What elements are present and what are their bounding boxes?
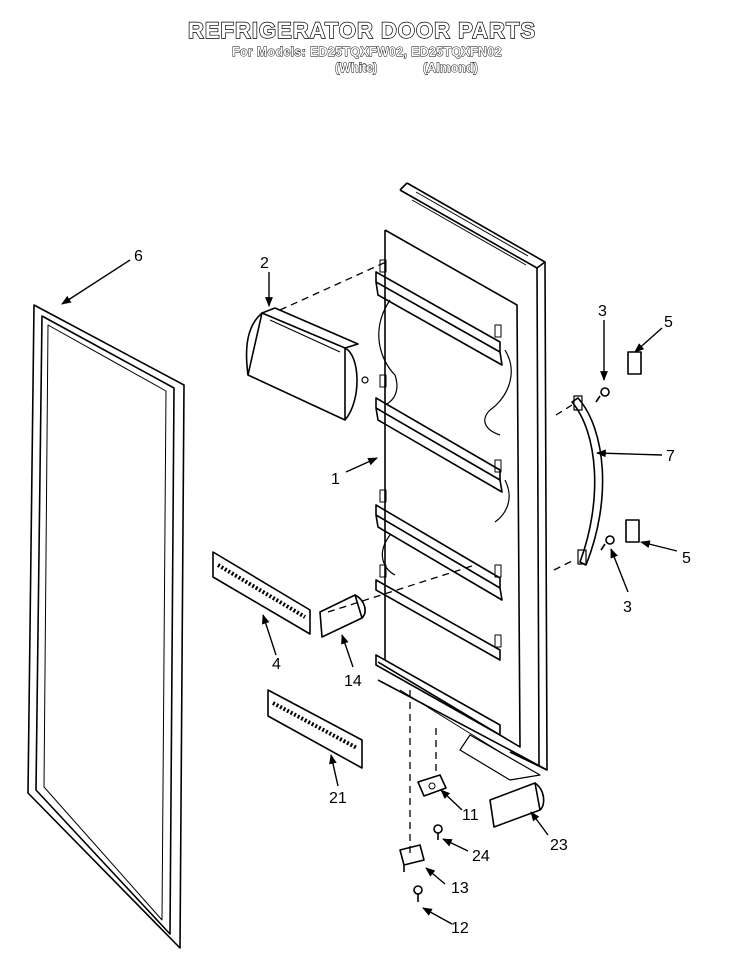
part-12-screw xyxy=(413,885,423,902)
variant-white: (White) xyxy=(335,61,378,76)
callout-24: 24 xyxy=(472,848,490,865)
callout-21: 21 xyxy=(329,790,347,807)
callout-labels: 6 2 1 3 5 7 5 3 4 14 21 11 23 24 13 12 xyxy=(134,248,691,937)
part-24-screw xyxy=(433,824,443,840)
callout-2: 2 xyxy=(260,255,269,272)
part-3-screw-top xyxy=(595,387,610,403)
callout-5-top: 5 xyxy=(664,314,673,331)
part-7-door-handle xyxy=(571,395,604,566)
part-3-screw-bottom xyxy=(600,535,615,551)
models-line: For Models: ED25TQXFW02, ED25TQXFN02 xyxy=(232,45,502,60)
part-14-hinge-cover xyxy=(319,594,366,638)
callout-23: 23 xyxy=(550,837,568,854)
part-2-dairy-compartment xyxy=(245,307,369,421)
variant-almond: (Almond) xyxy=(423,61,479,76)
callout-5-bottom: 5 xyxy=(682,550,691,567)
callout-3-top: 3 xyxy=(598,303,607,320)
callout-13: 13 xyxy=(451,880,469,897)
refrigerator-door xyxy=(375,182,548,781)
part-13-hinge-pin xyxy=(399,844,425,872)
callout-4: 4 xyxy=(272,656,281,673)
part-23-hinge-cover xyxy=(489,782,545,828)
diagram-title: REFRIGERATOR DOOR PARTS xyxy=(187,17,537,43)
part-4-shelf-bar xyxy=(212,551,311,635)
part-21-shelf-bar xyxy=(267,689,363,769)
callout-11: 11 xyxy=(462,807,479,824)
callout-6: 6 xyxy=(134,248,143,265)
callout-3-bottom: 3 xyxy=(623,599,632,616)
part-5-handle-cap-top xyxy=(627,351,642,375)
assembly-guide-lines xyxy=(279,261,575,858)
callout-leaders xyxy=(61,259,678,925)
part-6-door-gasket xyxy=(27,304,185,949)
callout-1: 1 xyxy=(331,471,340,488)
callout-14: 14 xyxy=(344,673,362,690)
part-11-hinge-bracket xyxy=(417,774,447,797)
part-5-handle-cap-bottom xyxy=(625,519,640,543)
callout-7: 7 xyxy=(666,448,675,465)
callout-12: 12 xyxy=(451,920,469,937)
